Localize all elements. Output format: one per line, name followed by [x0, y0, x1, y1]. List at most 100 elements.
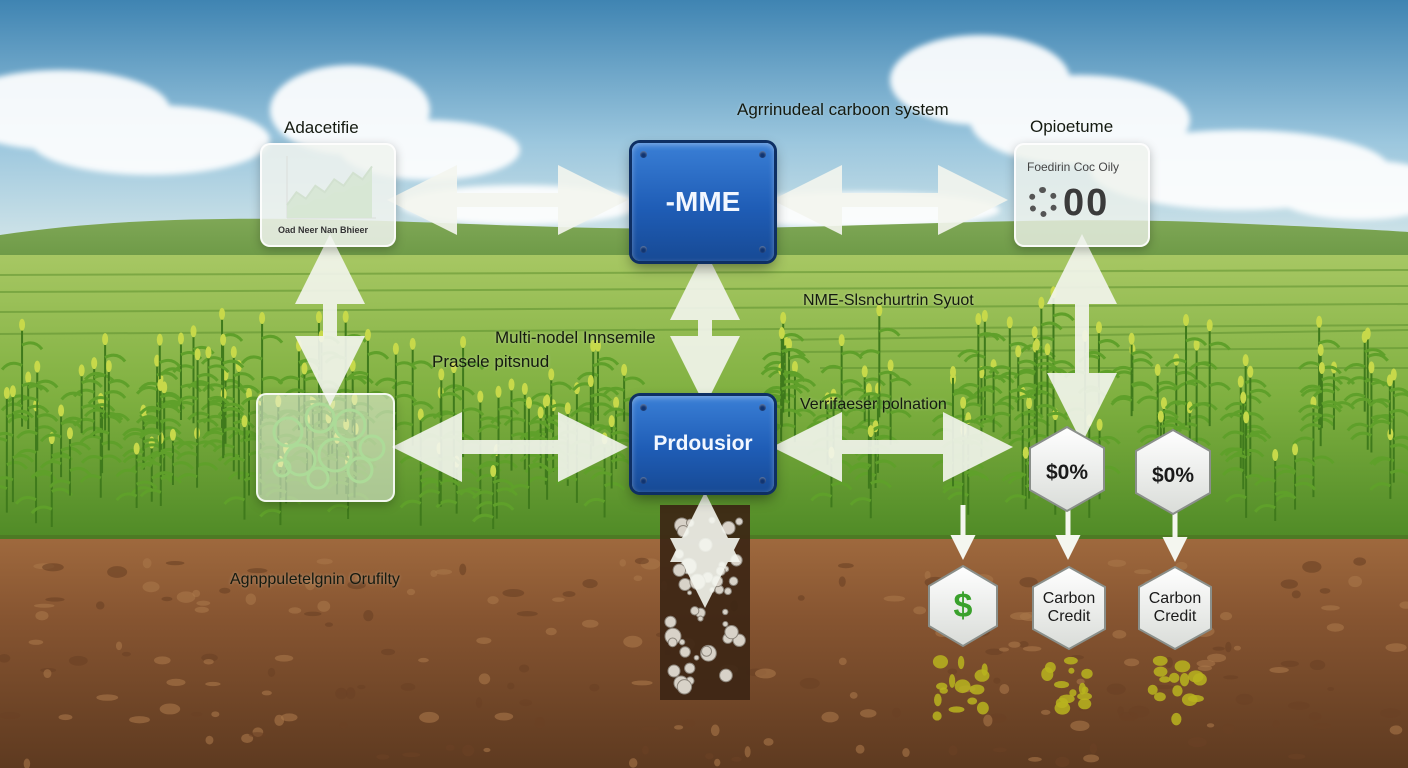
pebble — [402, 752, 421, 758]
pebble — [682, 719, 696, 727]
bubble — [667, 637, 678, 648]
pebble — [1019, 641, 1029, 648]
pebble — [288, 607, 302, 614]
pebble — [45, 597, 65, 602]
pebble — [0, 711, 21, 720]
hex-badge-2: $0% — [1134, 428, 1212, 516]
pebble — [1348, 575, 1363, 588]
yellow-particle — [1154, 692, 1166, 702]
pebble — [1308, 712, 1322, 721]
pebble — [363, 609, 374, 622]
bubble — [719, 668, 733, 683]
yellow-particle — [1153, 666, 1168, 677]
pebble — [1128, 705, 1150, 718]
yellow-particle — [948, 706, 965, 713]
pebble — [121, 651, 131, 657]
pebble — [674, 725, 684, 730]
pebble — [376, 754, 390, 760]
bubble — [728, 576, 739, 586]
pebble — [985, 648, 1003, 656]
crop-plant — [0, 386, 29, 513]
pebble — [1112, 630, 1127, 639]
small-arrows — [950, 505, 1188, 562]
pebble — [1152, 685, 1174, 690]
pebble — [345, 687, 356, 700]
yellow-particle — [1063, 656, 1078, 665]
pebble — [245, 593, 257, 605]
pebble — [68, 655, 88, 666]
bubble — [690, 606, 700, 616]
pebble — [219, 587, 231, 594]
pebble — [33, 603, 55, 608]
pebble — [154, 656, 171, 665]
pebble — [983, 714, 993, 727]
yellow-particle — [1172, 685, 1183, 697]
pebble — [999, 683, 1010, 695]
pebble — [1197, 665, 1213, 671]
pebble — [1212, 646, 1225, 651]
pebble — [347, 580, 366, 590]
pebble — [1008, 641, 1021, 648]
pebble — [406, 588, 416, 596]
pebble — [1309, 659, 1326, 671]
right-panel-value: 00 — [1063, 182, 1110, 224]
label-prasele: Prasele pitsnud — [432, 352, 550, 371]
pebble — [95, 601, 105, 610]
hex-badge-1: $0% — [1028, 425, 1106, 513]
pebble — [161, 596, 173, 602]
pebble — [317, 600, 331, 612]
pebble — [631, 680, 653, 686]
pebble — [459, 563, 467, 576]
pebble — [1222, 723, 1235, 734]
yellow-particle — [932, 711, 942, 721]
pebble — [582, 579, 598, 589]
pebble — [763, 738, 774, 746]
yellow-particle — [1068, 667, 1075, 674]
pebble — [1291, 590, 1301, 599]
pebble — [316, 558, 333, 565]
pebble — [1187, 737, 1207, 748]
pebble — [992, 747, 1007, 753]
pebble — [1134, 569, 1152, 575]
pebble — [838, 657, 847, 666]
bubble — [723, 587, 732, 596]
label-right-top: Opioetume — [1030, 117, 1114, 136]
yellow-particle — [1188, 670, 1204, 683]
pebble — [1107, 559, 1127, 567]
yellow-particle — [1152, 655, 1168, 666]
pebble — [634, 557, 649, 565]
pebble — [705, 752, 714, 760]
pebble — [203, 658, 214, 665]
pebble — [883, 595, 906, 602]
pebble — [998, 647, 1010, 652]
pebble — [176, 591, 196, 603]
yellow-particle — [954, 679, 971, 694]
yellow-particle — [1069, 689, 1077, 697]
pebble — [400, 683, 416, 691]
pebble — [1319, 588, 1331, 594]
crop-plant — [858, 304, 901, 418]
pebble — [642, 745, 649, 755]
bubble — [709, 587, 716, 593]
bubble — [678, 638, 686, 646]
pebble — [419, 711, 440, 723]
bubble — [685, 518, 695, 528]
hex-badge-1-text: $0% — [1045, 461, 1089, 484]
pebble — [478, 673, 491, 685]
pebble — [582, 619, 599, 628]
pebble — [1302, 561, 1322, 573]
pebble — [487, 596, 499, 605]
pebble — [902, 748, 910, 758]
pebble — [619, 559, 626, 567]
bubble — [684, 662, 696, 674]
yellow-particle — [1187, 695, 1204, 703]
pebble — [993, 677, 1001, 684]
pebble — [1399, 601, 1408, 609]
pebble — [948, 745, 958, 756]
pebble — [641, 726, 660, 732]
crop-plant — [16, 360, 59, 451]
pebble — [1196, 659, 1216, 668]
crop-plant — [1224, 411, 1268, 518]
pebble — [274, 714, 285, 726]
